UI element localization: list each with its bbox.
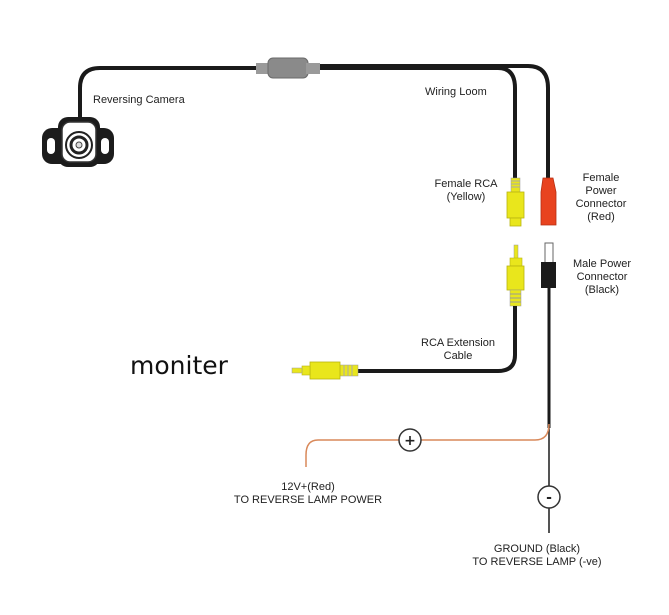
male-rca-connector bbox=[506, 244, 525, 307]
label-wiring-loom: Wiring Loom bbox=[425, 86, 487, 98]
label-reversing-camera: Reversing Camera bbox=[93, 94, 185, 106]
camera-cable bbox=[78, 66, 262, 120]
label-line: Female RCA bbox=[434, 178, 498, 190]
label-ground: GROUND (Black) TO REVERSE LAMP (-ve) bbox=[462, 543, 612, 569]
label-male-power: Male Power Connector (Black) bbox=[564, 258, 640, 297]
label-line: Female bbox=[582, 172, 620, 184]
label-monitor: moniter bbox=[130, 351, 228, 380]
positive-terminal-icon: + bbox=[398, 428, 422, 452]
red-12v-wire bbox=[305, 423, 550, 467]
label-line: Male Power bbox=[572, 258, 632, 270]
wiring-loom-junction bbox=[256, 57, 320, 79]
label-line: (Yellow) bbox=[446, 191, 486, 203]
svg-text:-: - bbox=[546, 490, 552, 506]
loom-cable-red bbox=[320, 64, 550, 178]
rca-plug-end bbox=[291, 361, 359, 380]
label-line: Cable bbox=[443, 350, 473, 362]
label-12v-power: 12V+(Red) TO REVERSE LAMP POWER bbox=[218, 481, 398, 507]
label-line: TO REVERSE LAMP POWER bbox=[233, 494, 383, 506]
negative-terminal-icon: - bbox=[537, 485, 561, 509]
label-female-power: Female Power Connector (Red) bbox=[566, 172, 636, 224]
label-line: (Red) bbox=[587, 211, 615, 223]
label-rca-extension: RCA Extension Cable bbox=[410, 337, 506, 363]
label-line: Power bbox=[585, 185, 617, 197]
label-line: 12V+(Red) bbox=[281, 481, 335, 493]
label-line: (Black) bbox=[584, 284, 620, 296]
rca-extension-cable bbox=[358, 306, 517, 373]
label-line: TO REVERSE LAMP (-ve) bbox=[472, 556, 602, 568]
label-line: Connector bbox=[576, 271, 628, 283]
reversing-camera-icon bbox=[42, 117, 114, 167]
male-power-connector bbox=[541, 242, 556, 288]
label-female-rca: Female RCA (Yellow) bbox=[426, 178, 506, 204]
female-rca-connector bbox=[506, 177, 525, 227]
loom-cable-yellow bbox=[320, 66, 517, 178]
label-line: RCA Extension bbox=[421, 337, 495, 349]
svg-text:+: + bbox=[404, 433, 416, 449]
label-line: GROUND (Black) bbox=[493, 543, 581, 555]
label-line: Connector bbox=[575, 198, 627, 210]
female-power-connector bbox=[540, 177, 557, 226]
